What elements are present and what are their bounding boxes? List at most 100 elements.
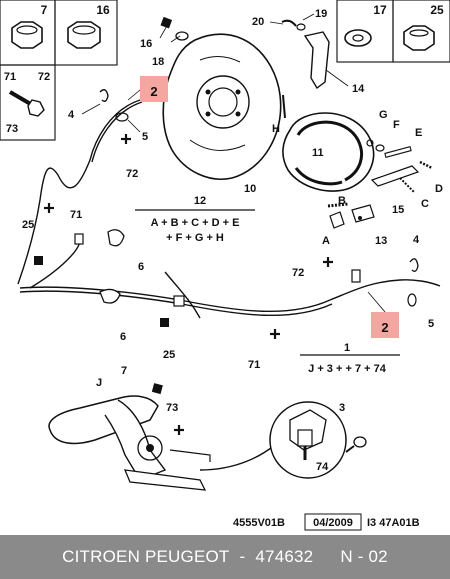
callout-16: 16: [140, 38, 152, 50]
callout-11: 11: [312, 147, 324, 159]
inset-label-72: 72: [38, 71, 50, 83]
ref-code-left: 4555V01B: [233, 517, 285, 529]
callout-7: 7: [121, 365, 127, 377]
parts-diagram: 7 16 71 72 73 17 25: [0, 0, 450, 531]
footer-part-number: 474632: [255, 547, 314, 566]
formula-1-number: 1: [344, 342, 350, 354]
inset-label-7: 7: [41, 3, 48, 17]
callout-5-right: 5: [428, 318, 434, 330]
brake-shoes: [282, 112, 375, 192]
spring-D: [419, 160, 433, 170]
callout-71: 71: [70, 209, 82, 221]
formula-12-number: 12: [194, 195, 206, 207]
callout-14: 14: [352, 83, 365, 95]
callout-72: 72: [126, 168, 138, 180]
callout-4: 4: [68, 109, 75, 121]
pin-H: [282, 94, 286, 119]
marker-25-bottom: [160, 318, 169, 327]
flange-nut-icon: [403, 25, 435, 51]
adjuster-15: [370, 165, 420, 187]
part-E: [384, 146, 412, 158]
inset-label-16: 16: [96, 3, 110, 17]
spring-20: [281, 19, 297, 27]
spring-C: [399, 177, 415, 193]
callout-25: 25: [22, 219, 34, 231]
inset-box-17: 17: [336, 0, 394, 63]
callout-20: 20: [252, 16, 264, 28]
callout-71-lower: 71: [248, 359, 260, 371]
formula-12-line1: A + B + C + D + E: [151, 217, 240, 229]
callout-F: F: [393, 119, 400, 131]
marker-25-left: [34, 256, 43, 265]
callout-74: 74: [316, 461, 329, 473]
highlight-box-right: [371, 312, 399, 338]
callout-H: H: [272, 123, 280, 135]
washer-19: [296, 23, 306, 31]
callout-6-lower: 6: [120, 331, 126, 343]
footer-bar: CITROEN PEUGEOT - 474632 N - 02: [0, 535, 450, 579]
footer-page: N - 02: [340, 547, 388, 566]
formula-1-line: J + 3 + + 7 + 74: [308, 363, 387, 375]
footer-brand: CITROEN PEUGEOT: [62, 547, 230, 566]
callout-3: 3: [339, 402, 345, 414]
callout-73: 73: [166, 402, 178, 414]
cable-clip: [74, 233, 84, 245]
cross-markers: [44, 134, 333, 435]
inset-label-71: 71: [4, 71, 16, 83]
highlight-label-top: 2: [150, 84, 157, 99]
lever-14: [303, 31, 330, 90]
marker-7: [151, 383, 163, 395]
ref-code-right: I3 47A01B: [367, 517, 420, 529]
ref-date-box: [304, 513, 362, 531]
callout-B: B: [338, 195, 346, 207]
callout-72-right: 72: [292, 267, 304, 279]
part-A: [329, 211, 345, 229]
inset-label-73: 73: [6, 123, 18, 135]
footer-separator: -: [239, 547, 246, 566]
diagram-canvas: 7 16 71 72 73 17 25: [0, 0, 450, 531]
bracket-6-upper: [107, 229, 125, 247]
callout-4-right: 4: [413, 234, 420, 246]
bracket-6-lower: [99, 288, 121, 304]
clip-5-right: [407, 293, 417, 307]
inset-box-71-72-73: 71 72 73: [0, 64, 56, 141]
ref-code-date: 04/2009: [313, 517, 353, 529]
highlight-box-top: [140, 76, 168, 102]
inset-box-7: 7: [0, 0, 56, 66]
callout-15: 15: [392, 204, 404, 216]
callout-25-lower: 25: [163, 349, 175, 361]
callout-19: 19: [315, 8, 327, 20]
cable-clip: [173, 295, 185, 307]
nut-icon: [11, 21, 43, 49]
clip-4-right: [409, 258, 419, 272]
callout-G: G: [379, 109, 388, 121]
callout-5: 5: [142, 131, 148, 143]
inset-label-25: 25: [430, 3, 444, 17]
formula-texts: 12 A + B + C + D + E + F + G + H 1 J + 3…: [151, 195, 387, 375]
inset-label-17: 17: [373, 3, 387, 17]
formula-12-line2: + F + G + H: [166, 232, 224, 244]
callout-13: 13: [375, 235, 387, 247]
highlight-label-right: 2: [381, 320, 388, 335]
marker-16: [160, 16, 173, 29]
inset-box-25: 25: [392, 0, 450, 63]
wheel-cylinder-13: [351, 204, 375, 223]
washer-18: [175, 31, 189, 41]
callout-C: C: [421, 198, 429, 210]
callout-10: 10: [244, 183, 256, 195]
callout-18: 18: [152, 56, 164, 68]
handbrake-lever: [48, 395, 211, 491]
clip-4: [99, 89, 109, 103]
reference-codes: 4555V01B 04/2009 I3 47A01B: [233, 513, 420, 531]
callout-J: J: [96, 377, 102, 389]
callout-D: D: [435, 183, 443, 195]
callout-6: 6: [138, 261, 144, 273]
washer-icon: [344, 29, 372, 47]
part-G: [366, 139, 374, 147]
callout-A: A: [322, 235, 330, 247]
inset-box-16: 16: [54, 0, 118, 66]
detail-callout: [269, 401, 367, 479]
nut-icon: [67, 21, 101, 49]
cable-clip: [351, 269, 361, 283]
brake-backing-plate: [162, 33, 282, 180]
